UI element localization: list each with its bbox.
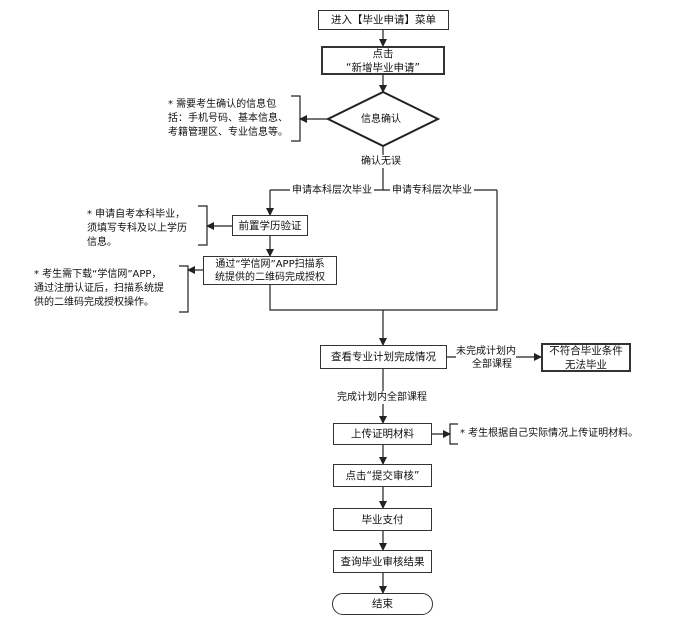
- step-end-label: 结束: [372, 598, 393, 610]
- note-bachelor-requirement: * 申请自考本科毕业， 须填写专科及以上学历 信息。: [87, 208, 199, 250]
- step-xuexin-scan-line2: 统提供的二维码完成授权: [215, 271, 325, 283]
- note-info-fields-line3: 考籍管理区、专业信息等。: [168, 127, 288, 138]
- label-confirmed: 确认无误: [361, 155, 401, 168]
- label-completed: 完成计划内全部课程: [337, 391, 427, 404]
- step-query-result: 查询毕业审核结果: [333, 550, 432, 573]
- note-info-fields-line1: * 需要考生确认的信息包: [168, 99, 277, 110]
- note-app-download-line2: 通过注册认证后，扫描系统提: [34, 283, 164, 294]
- note-bachelor-requirement-line2: 须填写专科及以上学历: [87, 223, 187, 234]
- step-new-application: 点击 “新增毕业申请”: [321, 46, 445, 75]
- step-info-confirm-label: 信息确认: [361, 114, 401, 125]
- bachelor-note-bracket: [198, 205, 208, 246]
- step-new-application-line1: 点击: [372, 47, 394, 60]
- label-bachelor: 申请本科层次毕业: [290, 184, 374, 197]
- info-note-bracket: [291, 95, 301, 142]
- step-pre-verify: 前置学历验证: [232, 215, 308, 236]
- step-upload-label: 上传证明材料: [351, 428, 414, 440]
- line-xuexin-merge: [269, 285, 383, 311]
- step-not-qualified: 不符合毕业条件 无法毕业: [541, 343, 631, 372]
- note-bachelor-requirement-line3: 信息。: [87, 237, 117, 248]
- app-note-bracket: [179, 265, 189, 313]
- step-submit: 点击“提交审核”: [333, 464, 432, 487]
- note-info-fields-line2: 括：手机号码、基本信息、: [168, 113, 288, 124]
- note-app-download: * 考生需下载“学信网”APP， 通过注册认证后，扫描系统提 供的二维码完成授权…: [34, 268, 180, 310]
- label-not-completed: 未完成计划内 全部课程: [456, 345, 516, 371]
- note-bachelor-requirement-line1: * 申请自考本科毕业，: [87, 209, 186, 220]
- step-enter-menu: 进入【毕业申请】菜单: [318, 10, 449, 30]
- step-not-qualified-line2: 无法毕业: [565, 358, 607, 371]
- step-pre-verify-label: 前置学历验证: [238, 219, 302, 232]
- step-xuexin-scan-line1: 通过“学信网”APP扫描系: [215, 258, 325, 270]
- note-app-download-line3: 供的二维码完成授权操作。: [34, 297, 154, 308]
- note-app-download-line1: * 考生需下载“学信网”APP，: [34, 269, 162, 280]
- label-not-completed-line2: 全部课程: [472, 359, 512, 370]
- step-pay: 毕业支付: [333, 508, 432, 531]
- label-junior: 申请专科层次毕业: [390, 184, 474, 197]
- note-upload: * 考生根据自己实际情况上传证明材料。: [460, 428, 639, 439]
- upload-note-bracket: [449, 423, 458, 445]
- step-end: 结束: [332, 593, 433, 615]
- step-query-result-label: 查询毕业审核结果: [340, 555, 425, 568]
- step-upload: 上传证明材料: [333, 423, 432, 445]
- step-submit-label: 点击“提交审核”: [345, 469, 420, 482]
- label-not-completed-line1: 未完成计划内: [456, 346, 516, 357]
- step-xuexin-scan: 通过“学信网”APP扫描系 统提供的二维码完成授权: [203, 256, 337, 285]
- line-junior-route: [383, 190, 498, 311]
- step-enter-menu-label: 进入【毕业申请】菜单: [331, 14, 436, 26]
- info-confirm-diamond: [325, 90, 441, 148]
- step-check-plan: 查看专业计划完成情况: [320, 345, 447, 369]
- step-check-plan-label: 查看专业计划完成情况: [331, 351, 436, 363]
- note-info-fields: * 需要考生确认的信息包 括：手机号码、基本信息、 考籍管理区、专业信息等。: [168, 98, 293, 140]
- step-not-qualified-line1: 不符合毕业条件: [549, 344, 623, 357]
- step-pay-label: 毕业支付: [361, 513, 404, 526]
- step-new-application-line2: “新增毕业申请”: [346, 61, 420, 74]
